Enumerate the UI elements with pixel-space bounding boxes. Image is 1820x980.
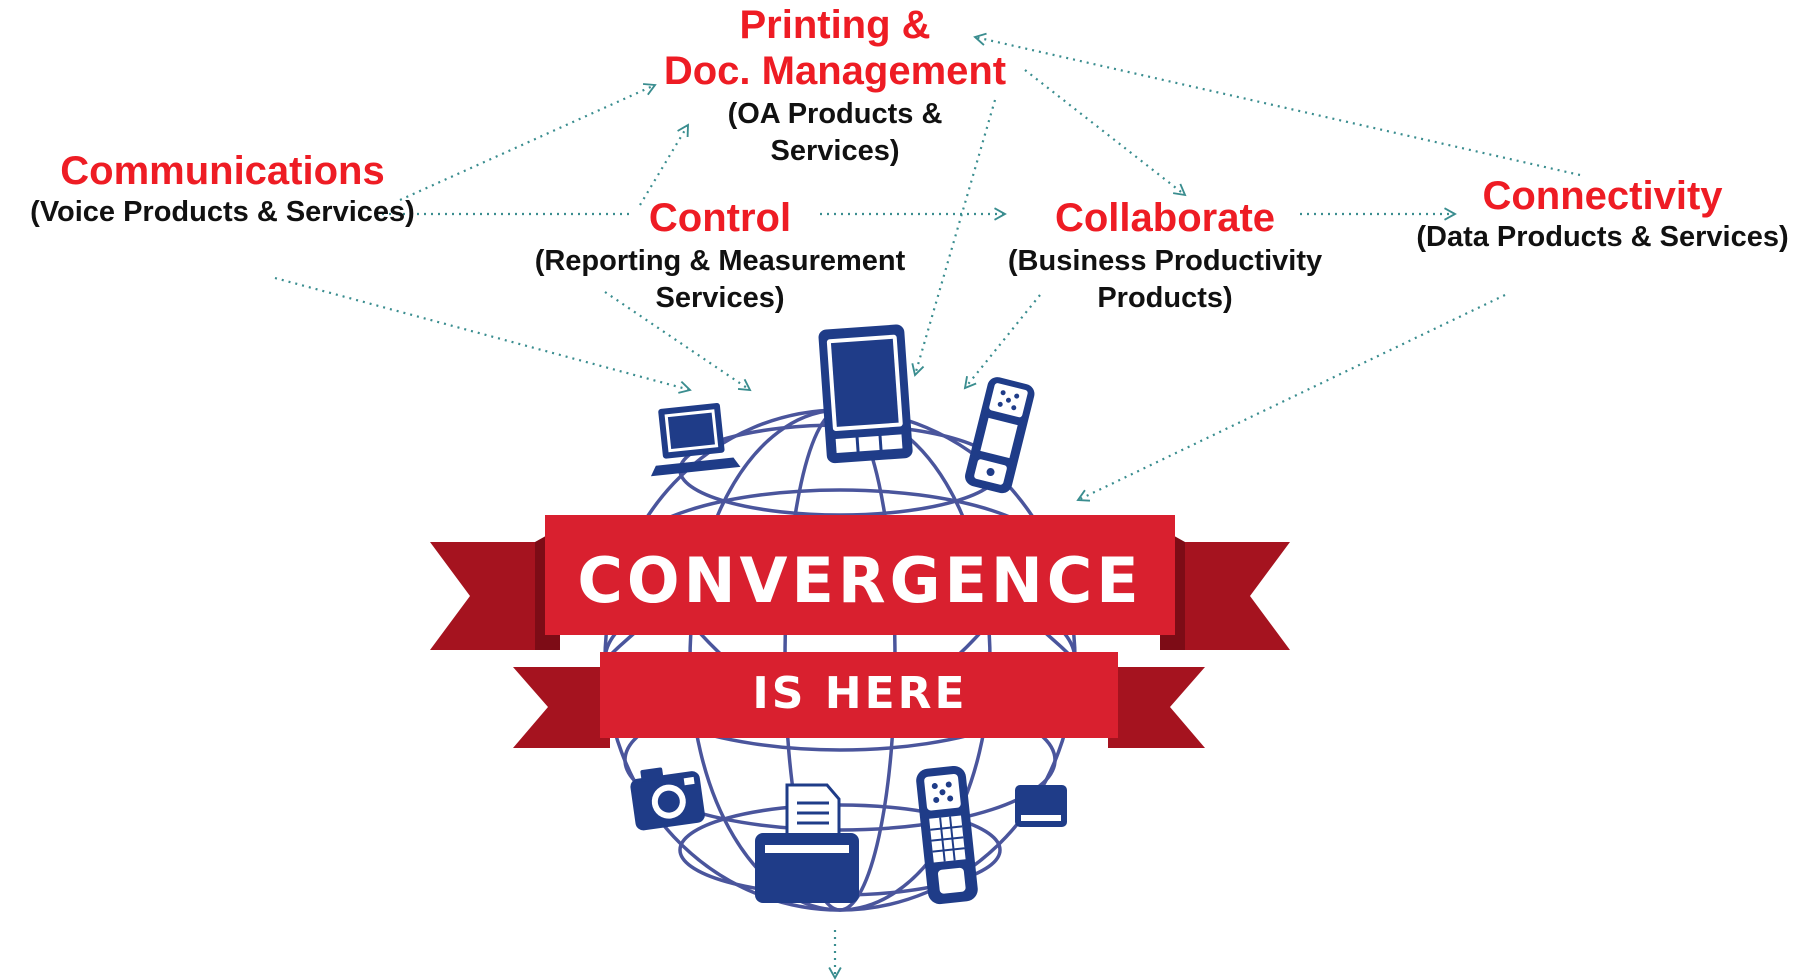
node-connectivity: Connectivity (Data Products & Services) [1385, 173, 1820, 256]
camera-icon [630, 767, 705, 831]
node-control: Control (Reporting & Measurement Service… [505, 195, 935, 317]
fax-machine-icon [755, 783, 859, 903]
printing-sub-line1: (OA Products & [727, 98, 943, 130]
arrow-control-to-globe [604, 291, 752, 392]
is-here-banner: IS HERE [513, 652, 1205, 748]
node-printing: Printing & Doc. Management (OA Products … [655, 2, 1015, 170]
router-icon [1015, 785, 1067, 827]
arrow-communications-to-globe [274, 276, 692, 394]
connector-arrows [274, 32, 1581, 980]
printing-title-line1: Printing & [739, 3, 931, 47]
banner-line2: IS HERE [752, 668, 967, 719]
laptop-icon [650, 402, 741, 477]
printing-title-line2: Doc. Management [663, 49, 1007, 93]
arrow-control-to-printing [639, 123, 689, 206]
collaborate-sub-line1: (Business Productivity [1007, 245, 1323, 277]
arrow-connectivity-to-globe [1076, 294, 1506, 502]
control-sub-line1: (Reporting & Measurement [534, 245, 906, 277]
node-communications: Communications (Voice Products & Service… [0, 148, 445, 231]
communications-sub: (Voice Products & Services) [30, 196, 415, 228]
printing-sub-line2: Services) [770, 135, 900, 167]
control-title: Control [648, 196, 792, 240]
cordless-phone-icon [965, 377, 1035, 494]
banner-line1: CONVERGENCE [577, 544, 1142, 617]
arrow-printing-to-globe [911, 99, 997, 377]
arrow-connectivity-to-printing [973, 32, 1581, 177]
convergence-banner: CONVERGENCE [430, 515, 1290, 650]
desk-phone-icon [916, 765, 978, 905]
control-sub-line2: Services) [655, 282, 785, 314]
connectivity-sub: (Data Products & Services) [1416, 221, 1789, 253]
tablet-icon [818, 324, 913, 464]
node-collaborate: Collaborate (Business Productivity Produ… [985, 195, 1345, 317]
arrow-printing-to-collaborate [1024, 69, 1187, 197]
communications-title: Communications [60, 149, 385, 193]
arrow-collaborate-to-globe [963, 294, 1041, 390]
collaborate-title: Collaborate [1054, 196, 1276, 240]
connectivity-title: Connectivity [1482, 174, 1723, 218]
collaborate-sub-line2: Products) [1097, 282, 1233, 314]
